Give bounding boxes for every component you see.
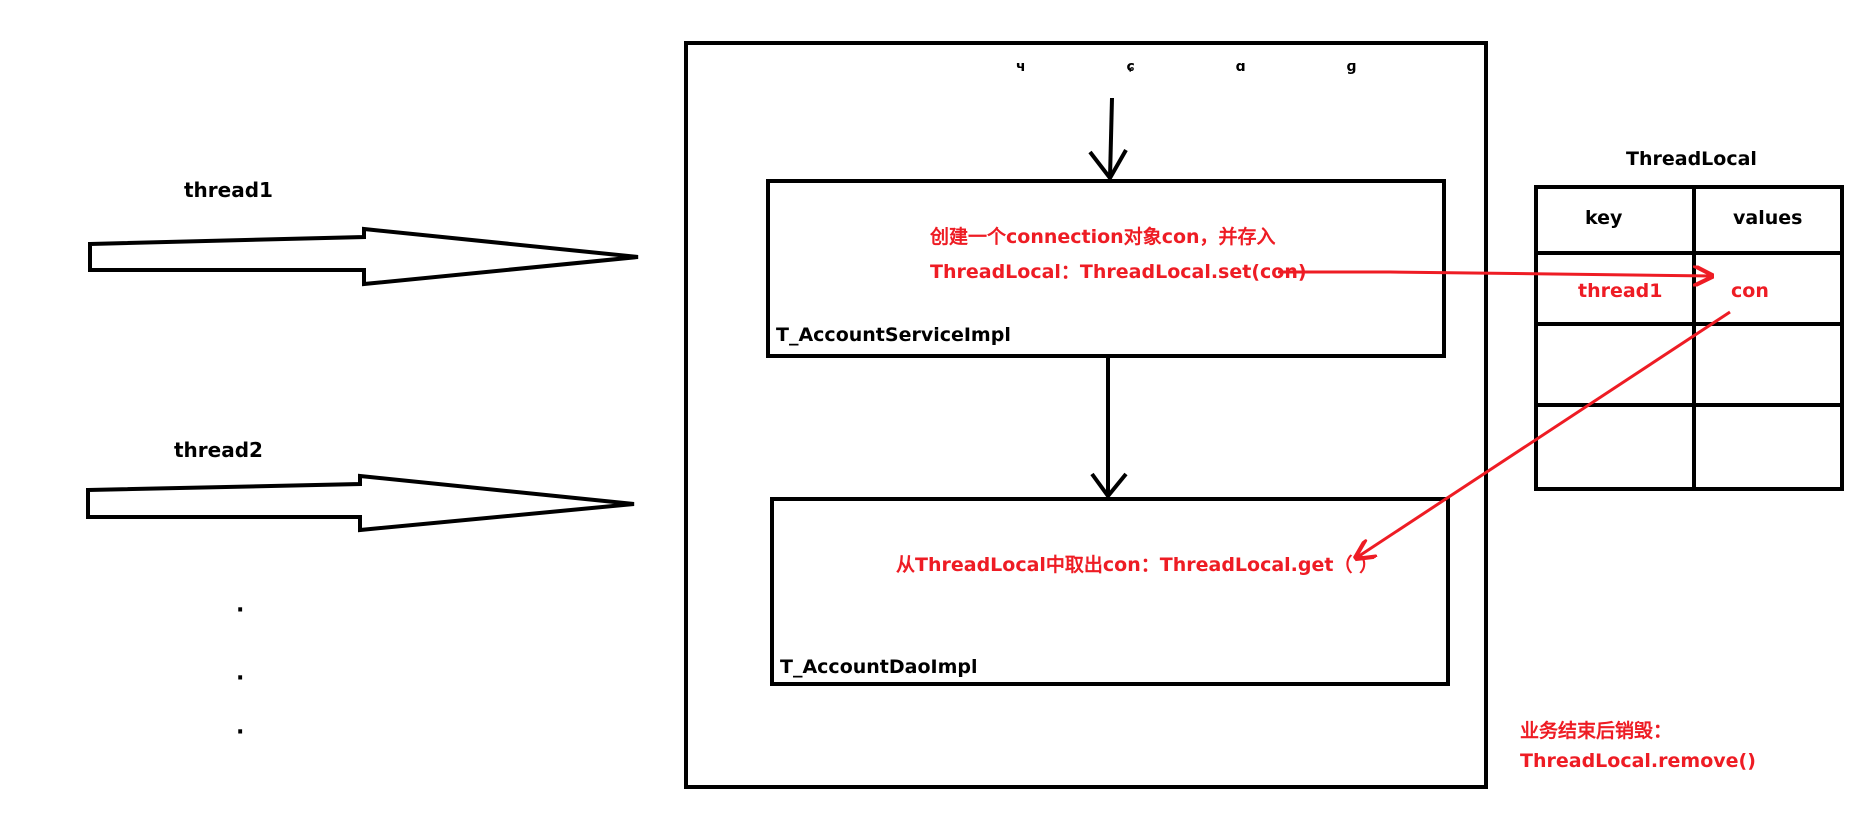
service-text-line2: ThreadLocal：ThreadLocal.set(con)	[930, 261, 1307, 283]
table-cell-key-1: thread1	[1578, 280, 1663, 302]
application-container	[684, 41, 1488, 789]
threadlocal-table-grid	[1534, 185, 1844, 491]
thread2-label: thread2	[174, 438, 263, 462]
set-arrow	[1278, 272, 1712, 276]
entry-arrow	[1088, 97, 1128, 182]
table-header-values: values	[1733, 207, 1803, 229]
thread1-arrow	[88, 226, 639, 287]
thread1-label: thread1	[184, 178, 273, 202]
thread2-arrow	[86, 473, 635, 533]
dao-text-line1: 从ThreadLocal中取出con：ThreadLocal.get（ ）	[896, 554, 1379, 576]
table-cell-value-1: con	[1731, 280, 1769, 302]
service-box-title: T_AccountServiceImpl	[776, 324, 1011, 346]
dao-box-title: T_AccountDaoImpl	[780, 656, 978, 678]
service-text-line1: 创建一个connection对象con，并存入	[930, 226, 1276, 248]
threadlocal-title: ThreadLocal	[1626, 148, 1757, 170]
footer-note-line2: ThreadLocal.remove()	[1520, 750, 1756, 772]
container-top-marks: ч ɕ ɑ ɡ	[1016, 59, 1405, 75]
service-box	[766, 179, 1446, 358]
get-arrow	[1356, 310, 1731, 558]
ellipsis-dot-2: ·	[236, 666, 245, 691]
ellipsis-dot-3: ·	[236, 720, 245, 745]
ellipsis-dot-1: ·	[236, 598, 245, 623]
dao-box	[770, 497, 1450, 686]
footer-note-line1: 业务结束后销毁：	[1520, 720, 1673, 742]
service-to-dao-arrow	[1090, 358, 1128, 500]
table-header-key: key	[1585, 207, 1623, 229]
